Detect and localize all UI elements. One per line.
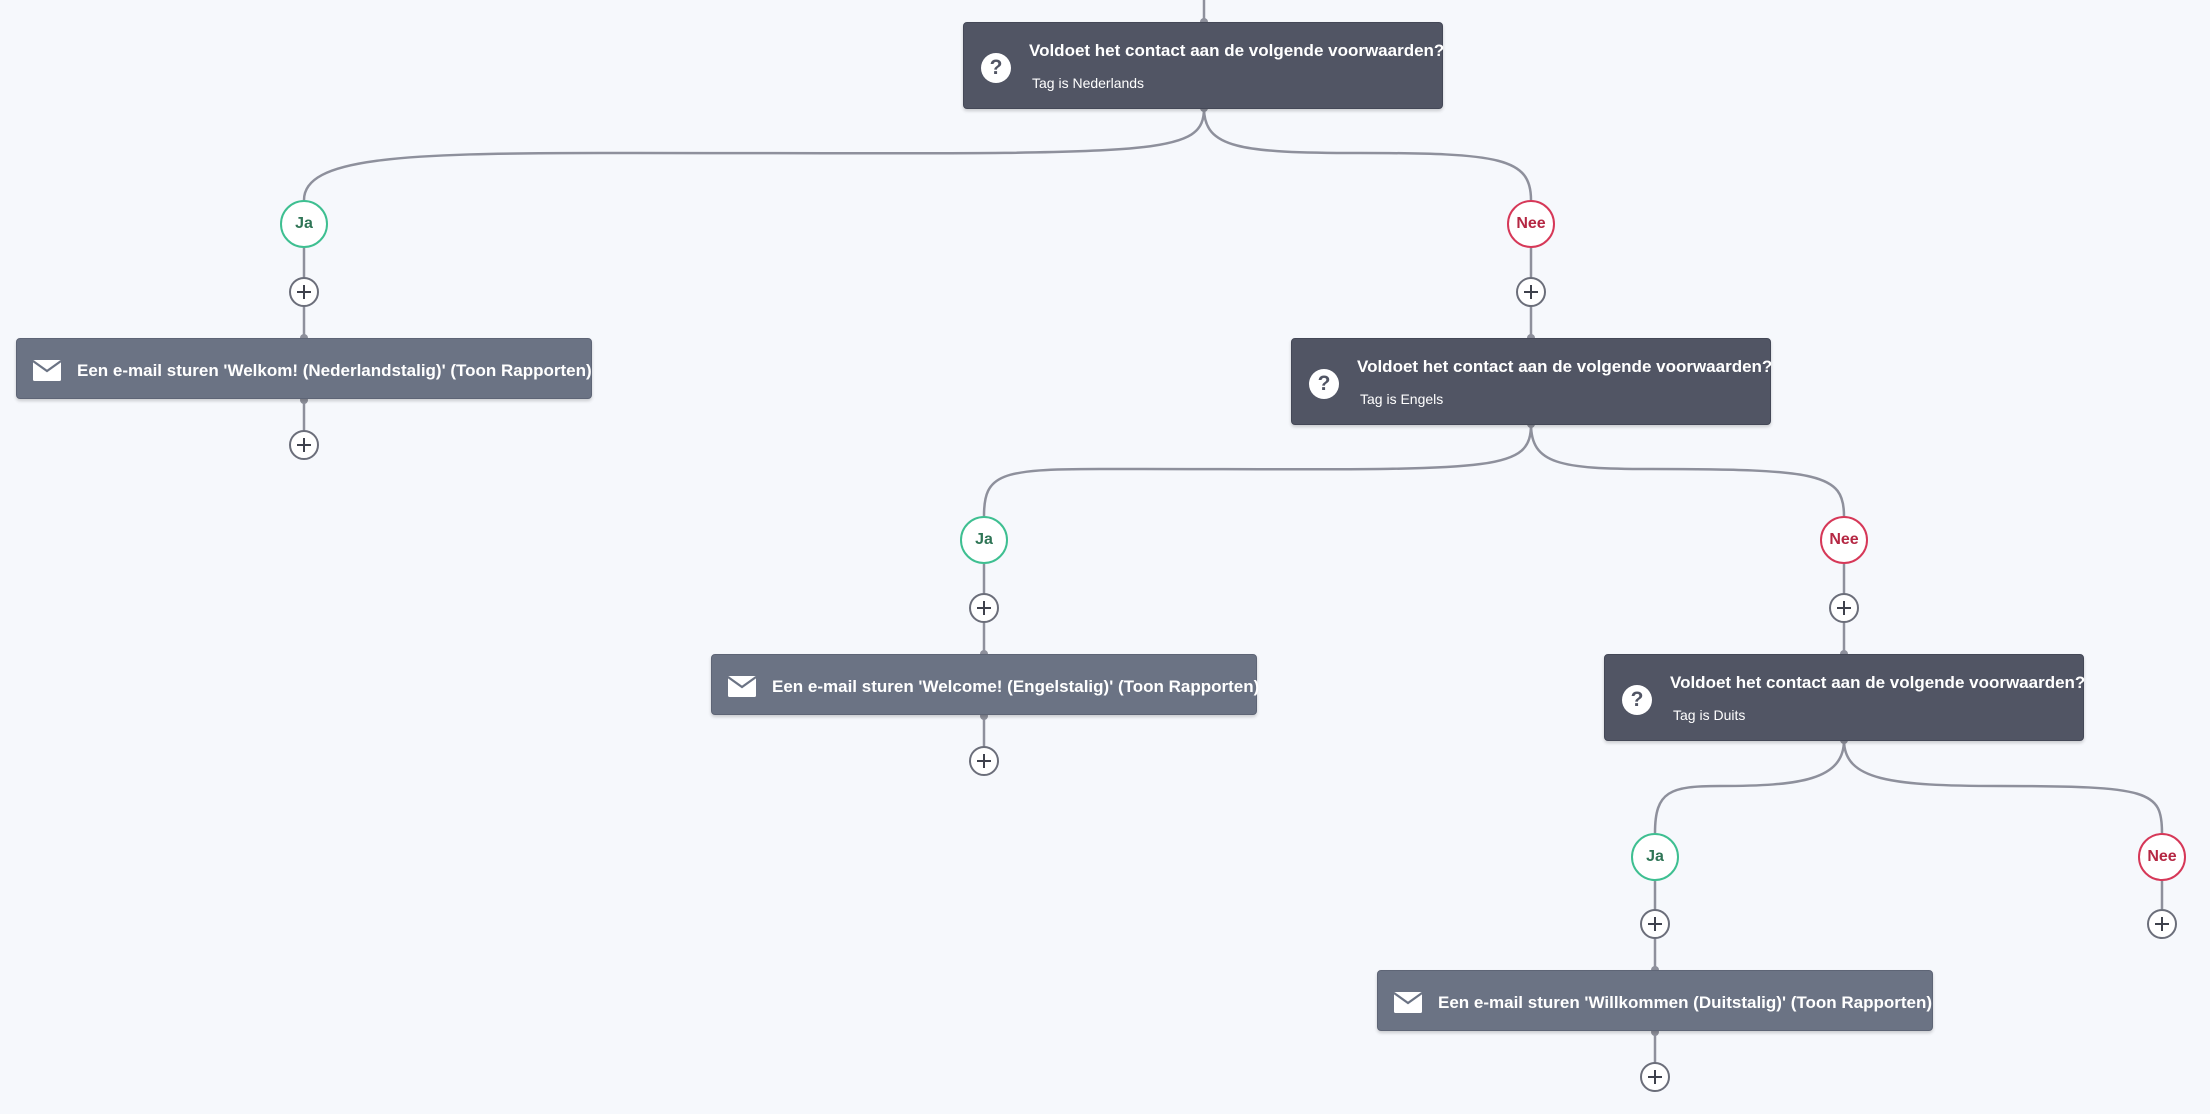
- send-email-node-duits[interactable]: Een e-mail sturen 'Willkommen (Duitstali…: [1377, 970, 1933, 1031]
- condition-node-nederlands[interactable]: ? Voldoet het contact aan de volgende vo…: [963, 22, 1445, 109]
- send-email-node-engels[interactable]: Een e-mail sturen 'Welcome! (Engelstalig…: [711, 654, 1260, 715]
- question-circle-icon: ?: [1622, 685, 1652, 715]
- condition-node-engels[interactable]: ? Voldoet het contact aan de volgende vo…: [1291, 338, 1773, 425]
- question-circle-icon: ?: [1309, 369, 1339, 399]
- envelope-icon: [1394, 992, 1422, 1013]
- branch-no-nederlands[interactable]: Nee: [1507, 200, 1555, 248]
- add-step-button[interactable]: [1829, 593, 1859, 623]
- branch-yes-duits[interactable]: Ja: [1631, 833, 1679, 881]
- connector-line: [1653, 739, 1846, 834]
- add-step-button[interactable]: [1640, 909, 1670, 939]
- connector-line: [1529, 423, 1846, 517]
- condition-subtitle: Tag is Nederlands: [1032, 75, 1145, 91]
- condition-title: Voldoet het contact aan de volgende voor…: [1029, 41, 1445, 60]
- question-circle-icon: ?: [981, 53, 1011, 83]
- connector-line: [302, 107, 1206, 201]
- add-step-button[interactable]: [969, 746, 999, 776]
- branch-no-engels[interactable]: Nee: [1820, 516, 1868, 564]
- add-step-button[interactable]: [2147, 909, 2177, 939]
- connector-line: [982, 423, 1533, 517]
- condition-title: Voldoet het contact aan de volgende voor…: [1357, 357, 1773, 376]
- add-step-button[interactable]: [969, 593, 999, 623]
- envelope-icon: [728, 676, 756, 697]
- action-label: Een e-mail sturen 'Willkommen (Duitstali…: [1438, 993, 1933, 1012]
- branch-no-duits[interactable]: Nee: [2138, 833, 2186, 881]
- condition-subtitle: Tag is Engels: [1360, 391, 1444, 407]
- branch-yes-engels[interactable]: Ja: [960, 516, 1008, 564]
- connector-line: [1202, 107, 1533, 201]
- add-step-button[interactable]: [289, 277, 319, 307]
- action-label: Een e-mail sturen 'Welcome! (Engelstalig…: [772, 677, 1260, 696]
- envelope-icon: [33, 360, 61, 381]
- branch-yes-nederlands[interactable]: Ja: [280, 200, 328, 248]
- action-label: Een e-mail sturen 'Welkom! (Nederlandsta…: [77, 361, 592, 380]
- condition-subtitle: Tag is Duits: [1673, 707, 1746, 723]
- condition-node-duits[interactable]: ? Voldoet het contact aan de volgende vo…: [1604, 654, 2086, 741]
- add-step-button[interactable]: [1516, 277, 1546, 307]
- add-step-button[interactable]: [1640, 1062, 1670, 1092]
- send-email-node-nederlands[interactable]: Een e-mail sturen 'Welkom! (Nederlandsta…: [16, 338, 592, 399]
- condition-title: Voldoet het contact aan de volgende voor…: [1670, 673, 2086, 692]
- connector-line: [1842, 739, 2164, 834]
- add-step-button[interactable]: [289, 430, 319, 460]
